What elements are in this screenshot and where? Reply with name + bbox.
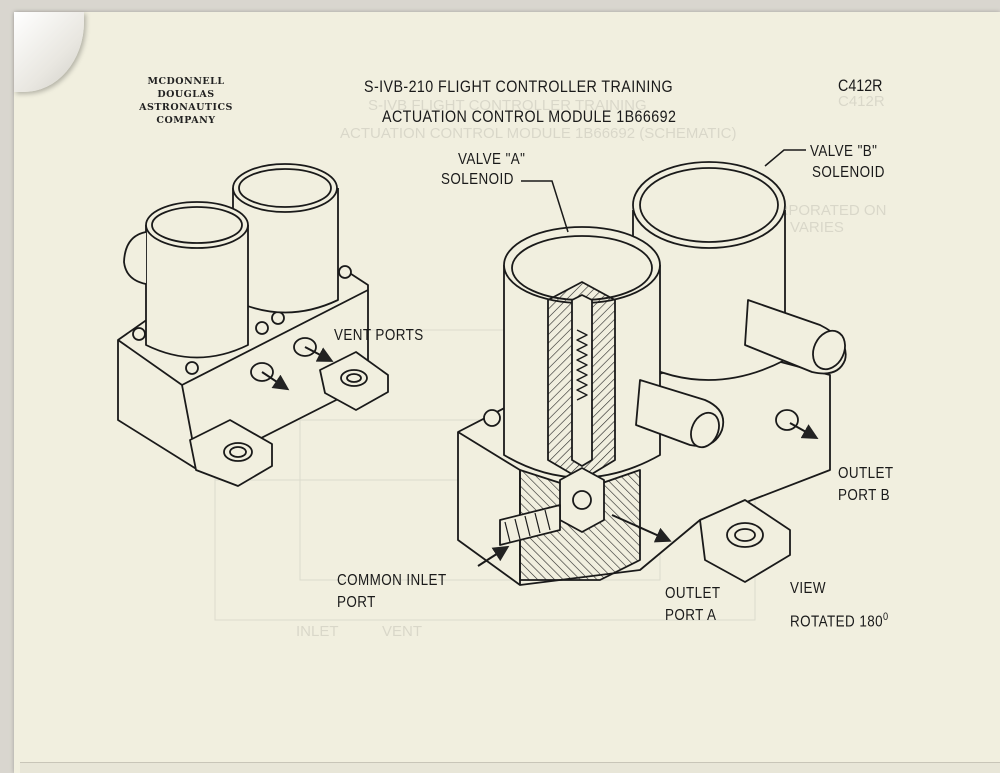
outlet-b-label-line2: PORT B	[838, 487, 891, 504]
company-logo: MCDONNELL DOUGLAS ASTRONAUTICS COMPANY	[136, 75, 236, 127]
company-line: DOUGLAS	[157, 89, 215, 100]
show-through-text: S-IVB FLIGHT CONTROLLER TRAINING ACTUATI…	[296, 93, 886, 640]
leader-lines	[521, 149, 806, 233]
svg-text:ACTUATION CONTROL MODULE 1B666: ACTUATION CONTROL MODULE 1B66692 (SCHEMA…	[340, 125, 736, 142]
vent-ports-label: VENT PORTS	[334, 327, 424, 344]
outlet-a-label-line2: PORT A	[665, 607, 717, 624]
svg-text:C412R: C412R	[838, 93, 885, 110]
right-module-drawing	[457, 161, 847, 586]
company-line: MCDONNELL	[147, 76, 225, 87]
svg-text:VENT: VENT	[382, 623, 422, 640]
common-inlet-label-line1: COMMON INLET	[337, 572, 447, 589]
svg-text:INLET: INLET	[296, 623, 339, 640]
valve-a-label-line1: VALVE "A"	[458, 151, 526, 168]
valve-a-label-line2: SOLENOID	[441, 171, 514, 188]
document-number: C412R	[838, 76, 883, 95]
view-label-line1: VIEW	[790, 580, 827, 597]
svg-text:S-IVB FLIGHT CONTROLLER TRAINI: S-IVB FLIGHT CONTROLLER TRAINING	[368, 97, 647, 114]
valve-b-label-line1: VALVE "B"	[810, 143, 878, 160]
title-line-2: ACTUATION CONTROL MODULE 1B66692	[382, 107, 677, 126]
valve-b-label-line2: SOLENOID	[812, 164, 885, 181]
outlet-b-label-line1: OUTLET	[838, 465, 894, 482]
company-line: COMPANY	[156, 115, 216, 126]
title-line-1: S-IVB-210 FLIGHT CONTROLLER TRAINING	[364, 77, 673, 96]
view-degree-superscript: 0	[883, 611, 889, 623]
right-flow-arrows	[477, 422, 819, 567]
left-module-drawing	[117, 163, 389, 487]
view-label-line2: ROTATED 1800	[790, 607, 889, 632]
left-vent-arrows	[261, 346, 334, 391]
svg-text:VARIES: VARIES	[790, 219, 844, 236]
company-line: ASTRONAUTICS	[139, 102, 233, 113]
view-rotated-text: ROTATED 180	[790, 613, 884, 631]
paper-stack-edge	[20, 762, 1000, 773]
outlet-a-label-line1: OUTLET	[665, 585, 721, 602]
common-inlet-label-line2: PORT	[337, 594, 376, 611]
